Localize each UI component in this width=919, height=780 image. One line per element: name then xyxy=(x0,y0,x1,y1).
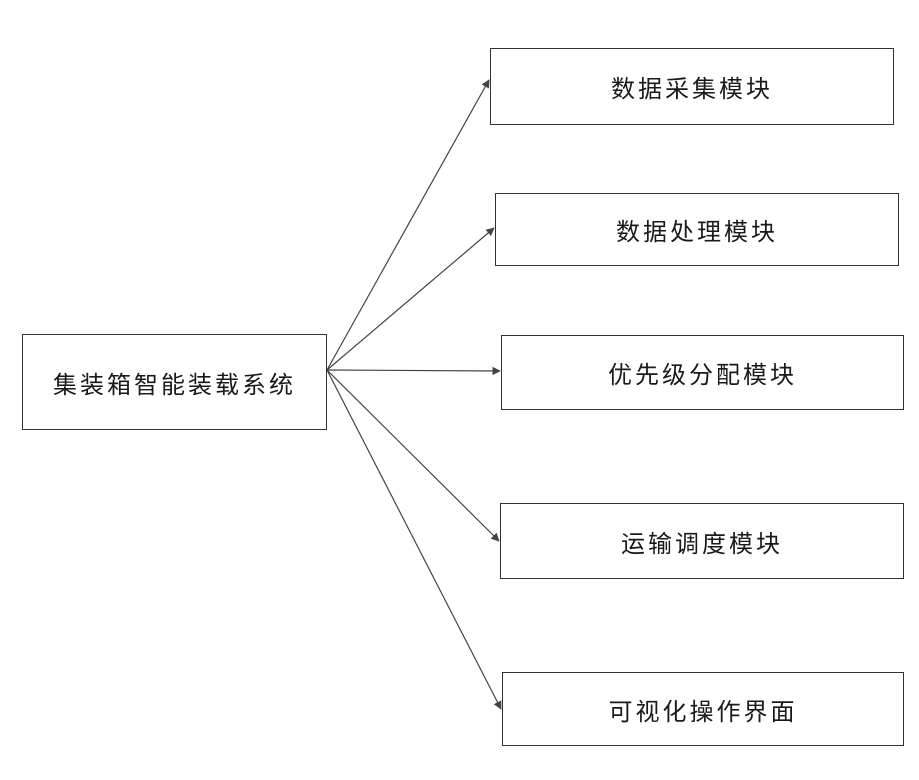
data-processing-module-box: 数据处理模块 xyxy=(495,193,899,266)
arrow-to-data-collection-module xyxy=(327,80,489,370)
transport-scheduling-module-label: 运输调度模块 xyxy=(621,524,783,559)
system-box: 集装箱智能装载系统 xyxy=(22,334,327,430)
visual-interface-label: 可视化操作界面 xyxy=(609,692,798,727)
system-label: 集装箱智能装载系统 xyxy=(53,365,296,400)
arrow-to-priority-allocation-module xyxy=(327,370,500,371)
priority-allocation-module-box: 优先级分配模块 xyxy=(501,335,904,410)
visual-interface-box: 可视化操作界面 xyxy=(502,672,904,746)
data-collection-module-box: 数据采集模块 xyxy=(490,48,894,125)
transport-scheduling-module-box: 运输调度模块 xyxy=(500,503,904,579)
data-processing-module-label: 数据处理模块 xyxy=(616,212,778,247)
arrow-to-visual-interface xyxy=(327,370,501,709)
arrow-to-transport-scheduling-module xyxy=(327,370,499,541)
data-collection-module-label: 数据采集模块 xyxy=(611,69,773,104)
priority-allocation-module-label: 优先级分配模块 xyxy=(608,355,797,390)
arrow-to-data-processing-module xyxy=(327,228,494,370)
